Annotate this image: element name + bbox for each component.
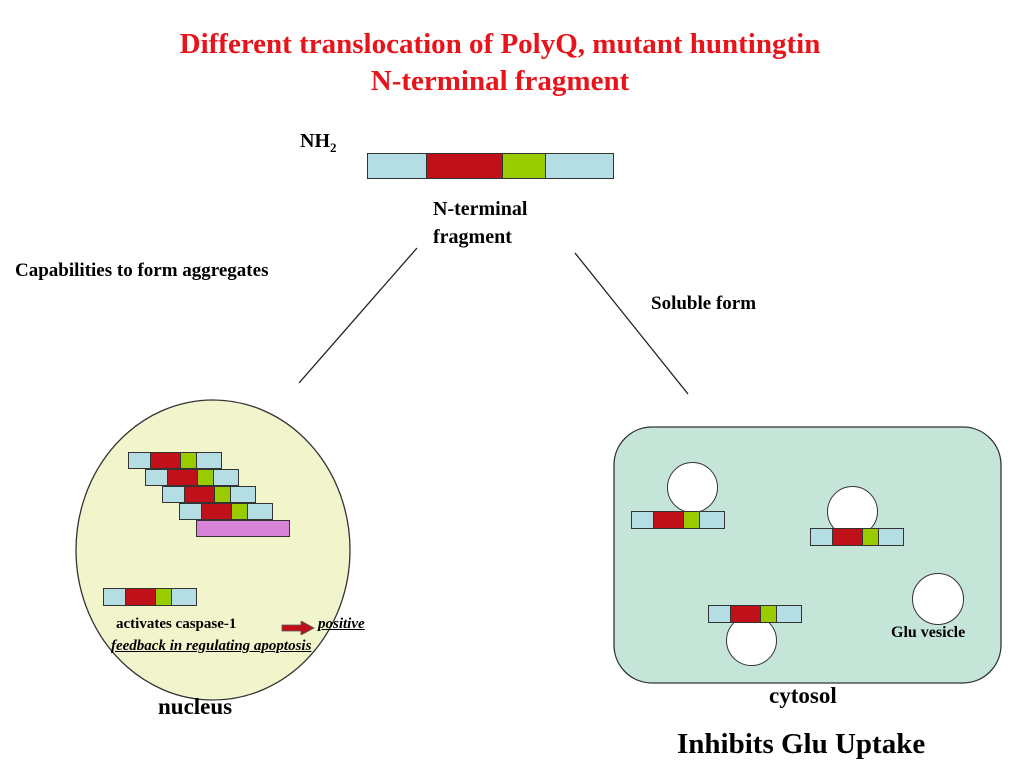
fragment-polyq-segment xyxy=(653,511,684,529)
fragment-c-segment xyxy=(171,588,197,606)
fragment-domain-segment xyxy=(683,511,700,529)
fragment-polyq-segment xyxy=(832,528,863,546)
fragment-polyq-segment xyxy=(201,503,232,520)
caspase-caption: activates caspase-1 xyxy=(116,616,237,632)
fragment-c-segment xyxy=(196,452,222,469)
fragment-n-segment xyxy=(179,503,202,520)
fragment-polyq-segment xyxy=(167,469,198,486)
glu-vesicle xyxy=(667,462,718,513)
nh2-label: NH2 xyxy=(300,130,337,156)
nh2-subscript: 2 xyxy=(330,140,337,155)
cytosol-fragment xyxy=(631,511,725,529)
fragment-n-segment xyxy=(810,528,833,546)
fragment-n-segment xyxy=(145,469,168,486)
cytosol-label: cytosol xyxy=(769,683,837,708)
feedback-caption-2: feedback in regulating apoptosis xyxy=(111,638,312,654)
fragment-domain-segment xyxy=(214,486,231,503)
fragment-c-segment xyxy=(213,469,239,486)
fragment-n-segment xyxy=(708,605,731,623)
fragment-polyq-segment xyxy=(150,452,181,469)
aggregate-fragment xyxy=(145,469,239,486)
page-title: Different translocation of PolyQ, mutant… xyxy=(0,26,1000,100)
left-branch-line xyxy=(298,247,418,384)
aggregate-fragment xyxy=(128,452,222,469)
nh2-main: NH xyxy=(300,130,330,152)
cytosol-fragment xyxy=(708,605,802,623)
aggregate-fragment xyxy=(179,503,273,520)
cytosol-box xyxy=(613,426,1002,684)
glu-vesicle-label: Glu vesicle xyxy=(891,624,966,641)
fragment-domain-segment xyxy=(760,605,777,623)
fragment-n-segment xyxy=(631,511,654,529)
fragment-c-segment xyxy=(776,605,802,623)
fragment-domain-segment xyxy=(197,469,214,486)
caspase-bar xyxy=(196,520,290,537)
right-branch-line xyxy=(574,252,689,395)
feedback-caption-1: positive xyxy=(318,616,365,632)
fragment-domain-segment xyxy=(862,528,879,546)
fragment-c-segment xyxy=(230,486,256,503)
right-branch-label: Soluble form xyxy=(651,293,757,314)
nucleus-label: nucleus xyxy=(158,694,233,719)
main-fragment xyxy=(367,153,614,179)
fragment-c-segment xyxy=(878,528,904,546)
effect-label: Inhibits Glu Uptake xyxy=(677,728,926,760)
fragment-n-segment xyxy=(128,452,151,469)
fragment-domain-segment xyxy=(231,503,248,520)
fragment-polyq-segment xyxy=(426,153,503,179)
glu-vesicle xyxy=(912,573,964,625)
fragment-n-segment xyxy=(103,588,126,606)
fragment-polyq-segment xyxy=(730,605,761,623)
fragment-c-segment xyxy=(699,511,725,529)
fragment-c-segment xyxy=(247,503,273,520)
fragment-label: N-terminal fragment xyxy=(433,195,527,251)
nucleus-fragment xyxy=(103,588,197,606)
fragment-label-line-2: fragment xyxy=(433,226,512,248)
arrow-right-icon xyxy=(281,621,315,635)
title-line-1: Different translocation of PolyQ, mutant… xyxy=(179,28,821,60)
nucleus-circle xyxy=(75,399,351,701)
fragment-polyq-segment xyxy=(184,486,215,503)
fragment-label-line-1: N-terminal xyxy=(433,198,528,220)
left-branch-label: Capabilities to form aggregates xyxy=(15,260,269,281)
fragment-c-segment xyxy=(545,153,614,179)
fragment-n-segment xyxy=(367,153,427,179)
cytosol-fragment xyxy=(810,528,904,546)
fragment-polyq-segment xyxy=(125,588,156,606)
fragment-domain-segment xyxy=(180,452,197,469)
fragment-n-segment xyxy=(162,486,185,503)
title-line-2: N-terminal fragment xyxy=(370,65,630,97)
fragment-domain-segment xyxy=(155,588,172,606)
glu-vesicle xyxy=(726,615,777,666)
aggregate-fragment xyxy=(162,486,256,503)
